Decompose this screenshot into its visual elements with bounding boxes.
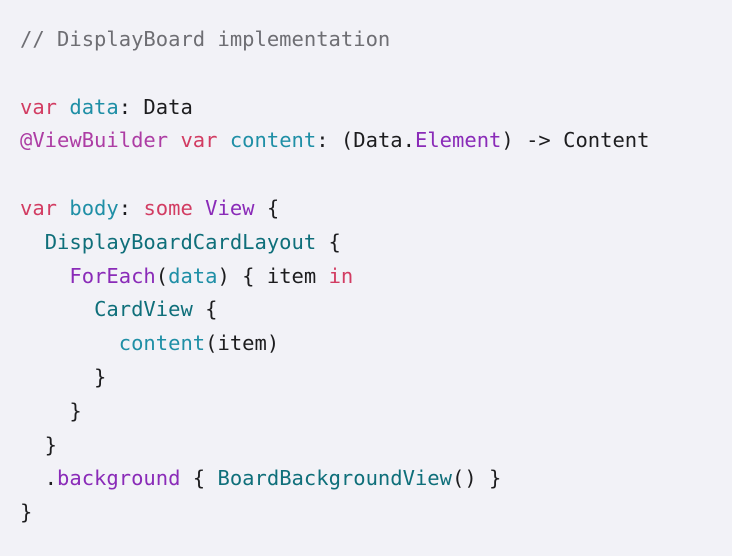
- code-token: : (Data.: [316, 128, 415, 153]
- code-snippet: // DisplayBoard implementation​var data:…: [20, 23, 732, 543]
- code-line: @ViewBuilder var content: (Data.Element)…: [20, 124, 732, 158]
- code-token: ForEach: [69, 263, 156, 288]
- code-token: [57, 95, 69, 119]
- code-token: some: [143, 195, 193, 220]
- code-token: @ViewBuilder: [20, 128, 169, 153]
- code-token: {: [254, 195, 280, 220]
- code-token: var: [20, 94, 58, 119]
- code-token: in: [328, 263, 354, 288]
- code-line: }: [20, 496, 732, 530]
- code-token: // DisplayBoard implementation: [20, 27, 391, 51]
- code-token: .: [20, 466, 58, 491]
- code-token: }: [20, 364, 107, 389]
- code-line: ForEach(data) { item in: [20, 260, 732, 294]
- code-token: [193, 196, 205, 220]
- code-line: }: [20, 361, 732, 395]
- code-token: {: [180, 466, 218, 491]
- code-token: [20, 230, 45, 254]
- code-line: DisplayBoardCardLayout {: [20, 226, 732, 260]
- code-token: content: [118, 331, 206, 356]
- code-token: Element: [414, 128, 502, 153]
- code-token: body: [69, 195, 119, 220]
- code-token: }: [20, 398, 82, 423]
- code-token: content: [229, 128, 317, 153]
- code-token: DisplayBoardCardLayout: [44, 229, 317, 254]
- code-token: BoardBackgroundView: [217, 466, 452, 491]
- code-line: // DisplayBoard implementation: [20, 23, 732, 57]
- code-line: ​: [20, 158, 732, 192]
- code-line: var body: some View {: [20, 192, 732, 226]
- code-token: background: [57, 466, 181, 491]
- code-line: }: [20, 429, 732, 463]
- code-token: View: [205, 195, 255, 220]
- code-token: data: [69, 94, 119, 119]
- code-line: CardView {: [20, 293, 732, 327]
- code-line: ​: [20, 57, 732, 91]
- code-token: }: [20, 432, 58, 457]
- code-token: [20, 331, 119, 355]
- code-token: var: [180, 128, 218, 153]
- code-token: (: [155, 263, 169, 288]
- code-token: [168, 128, 180, 152]
- code-token: }: [20, 500, 33, 525]
- code-token: var: [20, 195, 58, 220]
- code-token: [20, 264, 69, 288]
- code-token: :: [118, 195, 144, 220]
- code-token: (item): [205, 331, 280, 356]
- code-line: var data: Data: [20, 91, 732, 125]
- code-line: content(item): [20, 327, 732, 361]
- code-token: {: [316, 229, 341, 254]
- code-token: ) { item: [217, 263, 329, 288]
- code-token: [57, 196, 69, 220]
- code-token: CardView: [94, 297, 193, 322]
- code-token: [20, 297, 94, 321]
- code-token: () }: [451, 466, 502, 491]
- code-token: [217, 128, 229, 152]
- code-line: .background { BoardBackgroundView() }: [20, 462, 732, 496]
- code-line: }: [20, 395, 732, 429]
- code-token: {: [192, 297, 218, 322]
- code-token: : Data: [118, 94, 193, 119]
- code-token: data: [168, 263, 218, 288]
- code-token: ) -> Content: [501, 128, 650, 153]
